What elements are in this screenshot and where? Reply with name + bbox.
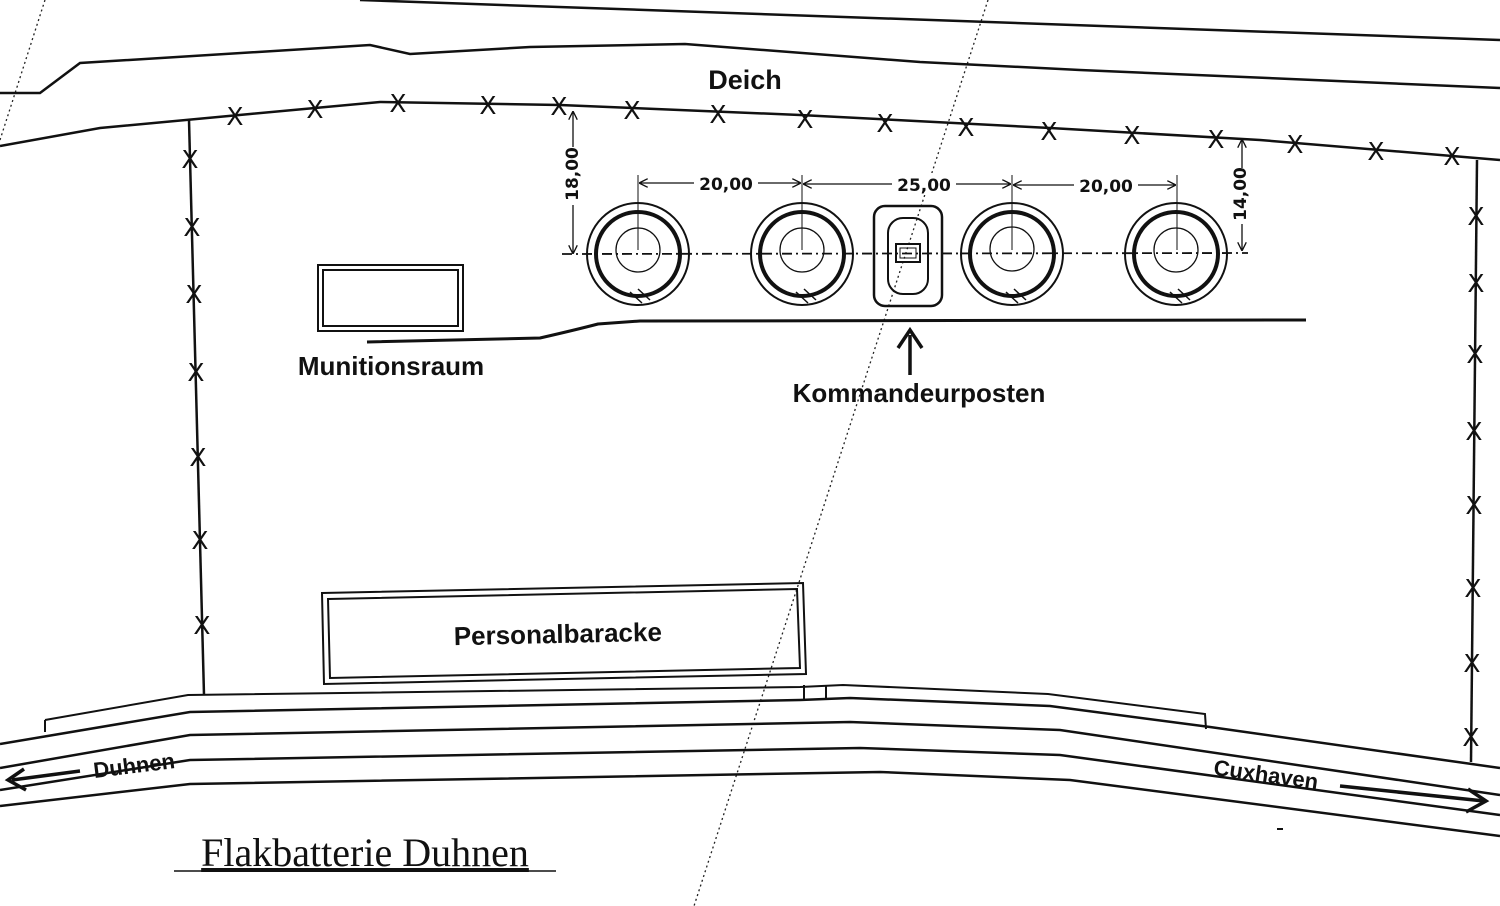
fence-marker: X [1467,202,1484,231]
fence-marker: X [185,280,202,309]
personnel-barracks-outer [320,581,808,686]
fence-marker: X [623,96,640,125]
gun-emplacement-1 [586,202,690,306]
fence-marker: X [181,145,198,174]
fence-marker: X [957,113,974,142]
fence-left [187,119,206,696]
dim-depth-right: 14,00 [1231,167,1251,221]
fence-marker: X [1467,269,1484,298]
direction-arrow-duhnen [11,769,81,782]
grid-line-diagonal [693,0,989,906]
access-path [366,318,1307,344]
fence-markers: X X X X X X X X X X X X X X X X X X X X … [181,89,1484,752]
road-line-3 [0,696,1500,770]
fence-marker: X [1463,649,1480,678]
road-line-4 [0,720,1500,797]
road-line-5 [0,746,1500,817]
fence-marker: X [1207,125,1224,154]
dike-inner-line [0,100,1500,162]
fence-marker: X [479,91,496,120]
fence-marker: X [1123,121,1140,150]
dim-spacing-2: 25,00 [897,176,951,196]
ammunition-room-inner [322,269,459,327]
fence-marker: X [1286,130,1303,159]
dim-spacing-1: 20,00 [699,175,753,195]
fence-marker: X [1367,137,1384,166]
gun-emplacement-2 [750,202,854,306]
dike-outer-line [359,0,1500,42]
fence-marker: X [226,102,243,131]
fence-marker: X [189,443,206,472]
fence-marker: X [1465,417,1482,446]
fence-marker: X [191,526,208,555]
fence-marker: X [1443,142,1460,171]
label-deich: Deich [708,65,782,95]
fence-marker: X [796,105,813,134]
fence-marker: X [187,358,204,387]
fence-marker: X [1464,574,1481,603]
command-post-structure [872,204,944,308]
fence-marker: X [1040,117,1057,146]
fence-marker: X [193,611,210,640]
label-kommandeurposten: Kommandeurposten [793,378,1046,408]
fence-marker: X [876,109,893,138]
personnel-barracks-inner [326,587,802,680]
fence-marker: X [306,95,323,124]
ammunition-room-outer [317,264,464,332]
fence-marker: X [550,92,567,121]
dike-middle-line [0,42,1500,95]
fence-marker: X [709,100,726,129]
fence-marker: X [1465,491,1482,520]
label-personalbaracke: Personalbaracke [453,617,662,651]
gun-spacing-dims: 20,00 25,00 20,00 [637,172,1178,250]
dim-depth-left: 18,00 [563,147,583,201]
label-duhnen: Duhnen [92,748,176,783]
fence-marker: X [1466,340,1483,369]
dim-spacing-3: 20,00 [1079,177,1133,197]
gun-emplacement-4 [1124,202,1228,306]
grid-line-left [0,0,46,141]
fence-marker: X [389,89,406,118]
direction-arrow-cuxhaven [1339,784,1485,803]
fence-right [1469,159,1479,763]
gun-axis-line [561,252,1249,255]
fence-marker: X [1462,723,1479,752]
page-title: Flakbatterie Duhnen [201,830,529,875]
road-line-6 [0,770,1500,838]
label-munitionsraum: Munitionsraum [298,351,484,381]
gun-emplacement-3 [960,202,1064,306]
road-line-1 [44,683,1207,730]
fence-marker: X [183,213,200,242]
